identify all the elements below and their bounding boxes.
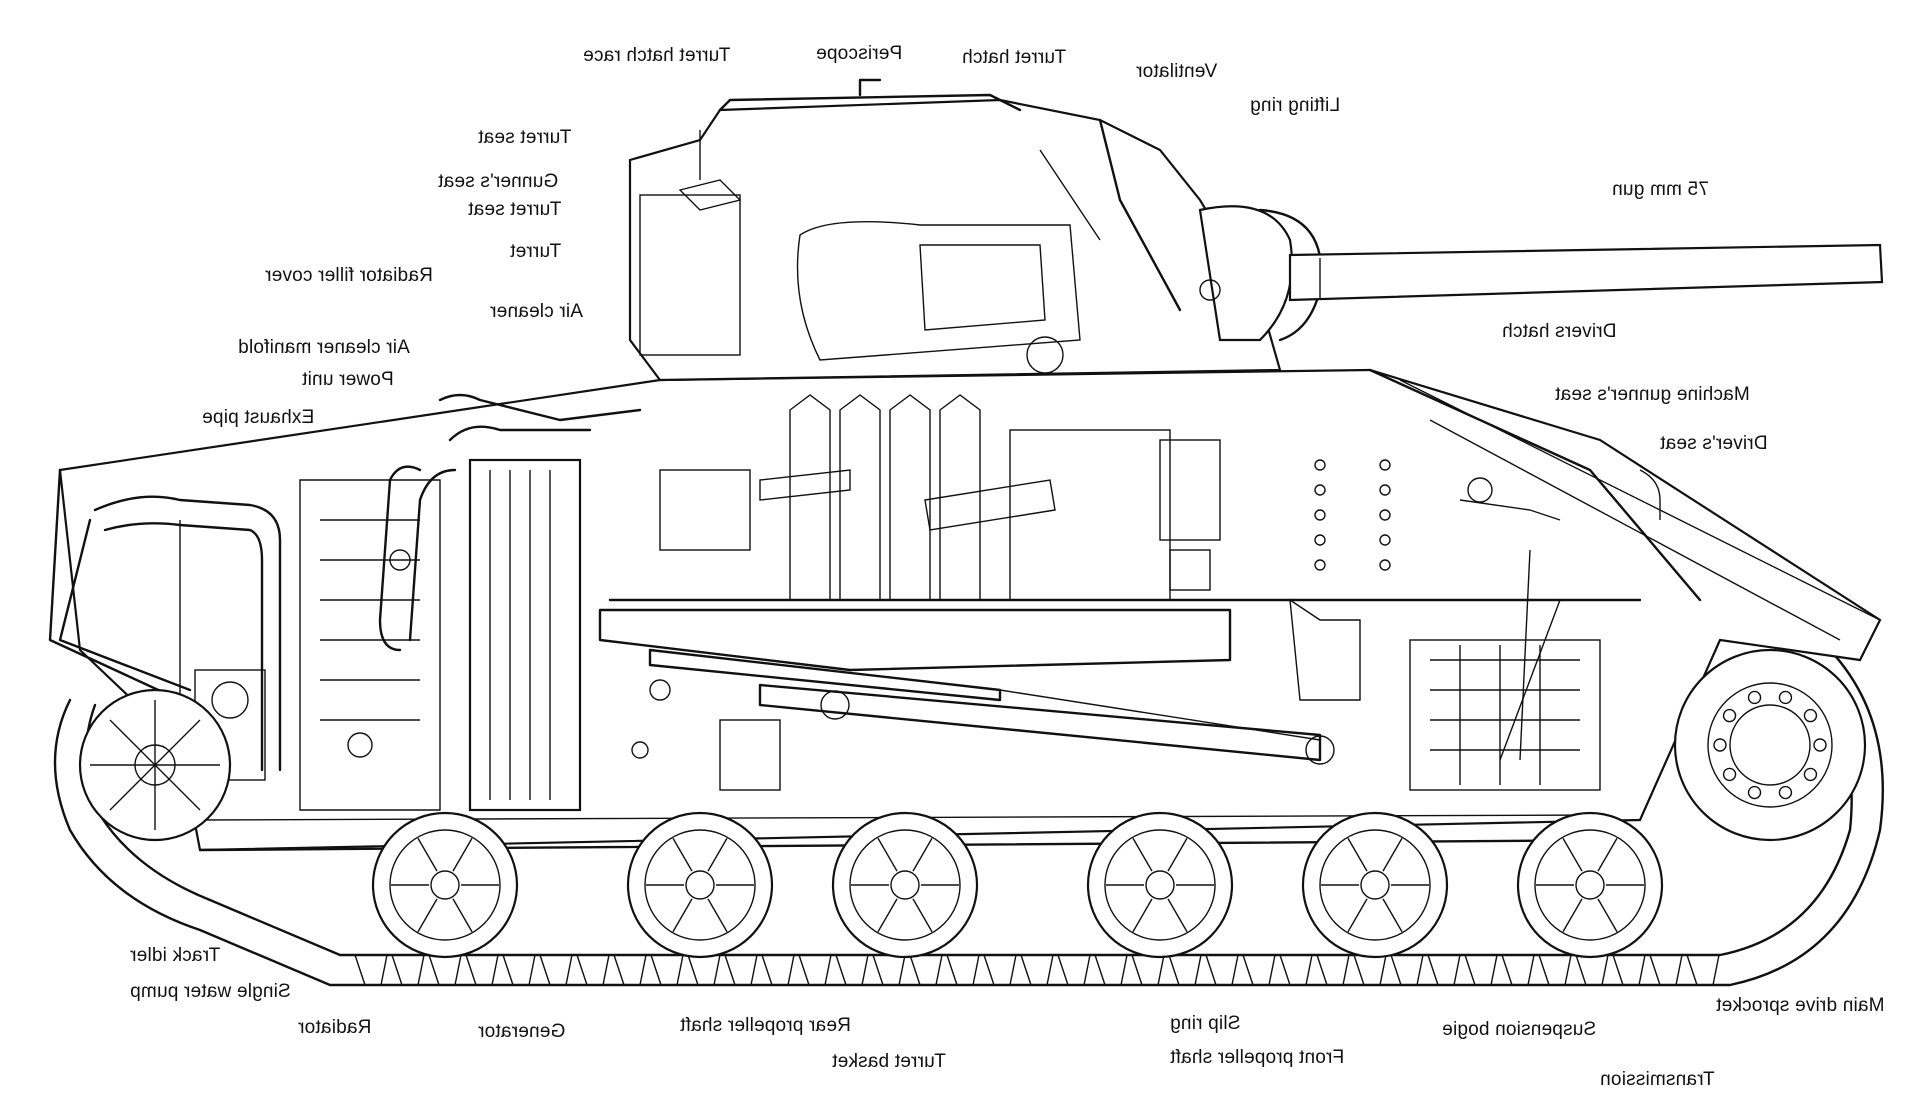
label-air-cleaner: Air cleaner xyxy=(490,301,584,322)
label-turret-basket: Turret basket xyxy=(832,1051,946,1072)
turret-shape xyxy=(628,78,1884,382)
label-turret-seat: Turret seat xyxy=(468,199,562,220)
engine-section xyxy=(93,393,642,812)
track-idler xyxy=(78,688,232,842)
label-slip-ring: Slip ring xyxy=(1170,1013,1241,1034)
label-turret: Turret xyxy=(510,241,562,262)
label-single-water-pump: Single water pump xyxy=(130,981,291,1002)
label-turret-hatch-race: Turret hatch race xyxy=(583,45,731,66)
label-turret-seat-top: Turret seat xyxy=(478,127,572,148)
fighting-compartment xyxy=(598,394,1661,791)
label-suspension-bogie: Suspension bogie xyxy=(1442,1019,1597,1040)
label-drivers-seat: Driver's seat xyxy=(1660,433,1768,454)
main-drive-sprocket xyxy=(1673,648,1867,842)
label-gunners-seat: Gunner's seat xyxy=(438,171,559,192)
label-75mm-gun: 75 mm gun xyxy=(1612,179,1709,200)
label-drivers-hatch: Drivers hatch xyxy=(1502,321,1617,342)
road-wheels xyxy=(371,811,1664,959)
label-turret-hatch: Turret hatch xyxy=(962,47,1067,68)
label-power-unit: Power unit xyxy=(302,369,394,390)
label-main-drive-sprocket: Main drive sprocket xyxy=(1716,995,1885,1016)
label-air-cleaner-manifold: Air cleaner manifold xyxy=(238,337,410,358)
drivetrain xyxy=(631,648,1335,791)
label-exhaust-pipe: Exhaust pipe xyxy=(202,407,315,428)
label-periscope: Periscope xyxy=(816,43,903,64)
label-lifting-ring: Lifting ring xyxy=(1250,95,1341,116)
label-track-idler: Track idler xyxy=(130,945,221,966)
label-machine-gunners-seat: Machine gunner's seat xyxy=(1555,384,1750,405)
label-generator: Generator xyxy=(478,1021,566,1042)
label-radiator-filler-cover: Radiator filler cover xyxy=(265,265,433,286)
label-front-propeller-shaft: Front propeller shaft xyxy=(1170,1047,1345,1068)
label-ventilator: Ventilator xyxy=(1136,61,1218,82)
label-radiator: Radiator xyxy=(298,1017,372,1038)
label-transmission: Transmission xyxy=(1600,1069,1715,1090)
label-rear-propeller-shaft: Rear propeller shaft xyxy=(680,1015,851,1036)
